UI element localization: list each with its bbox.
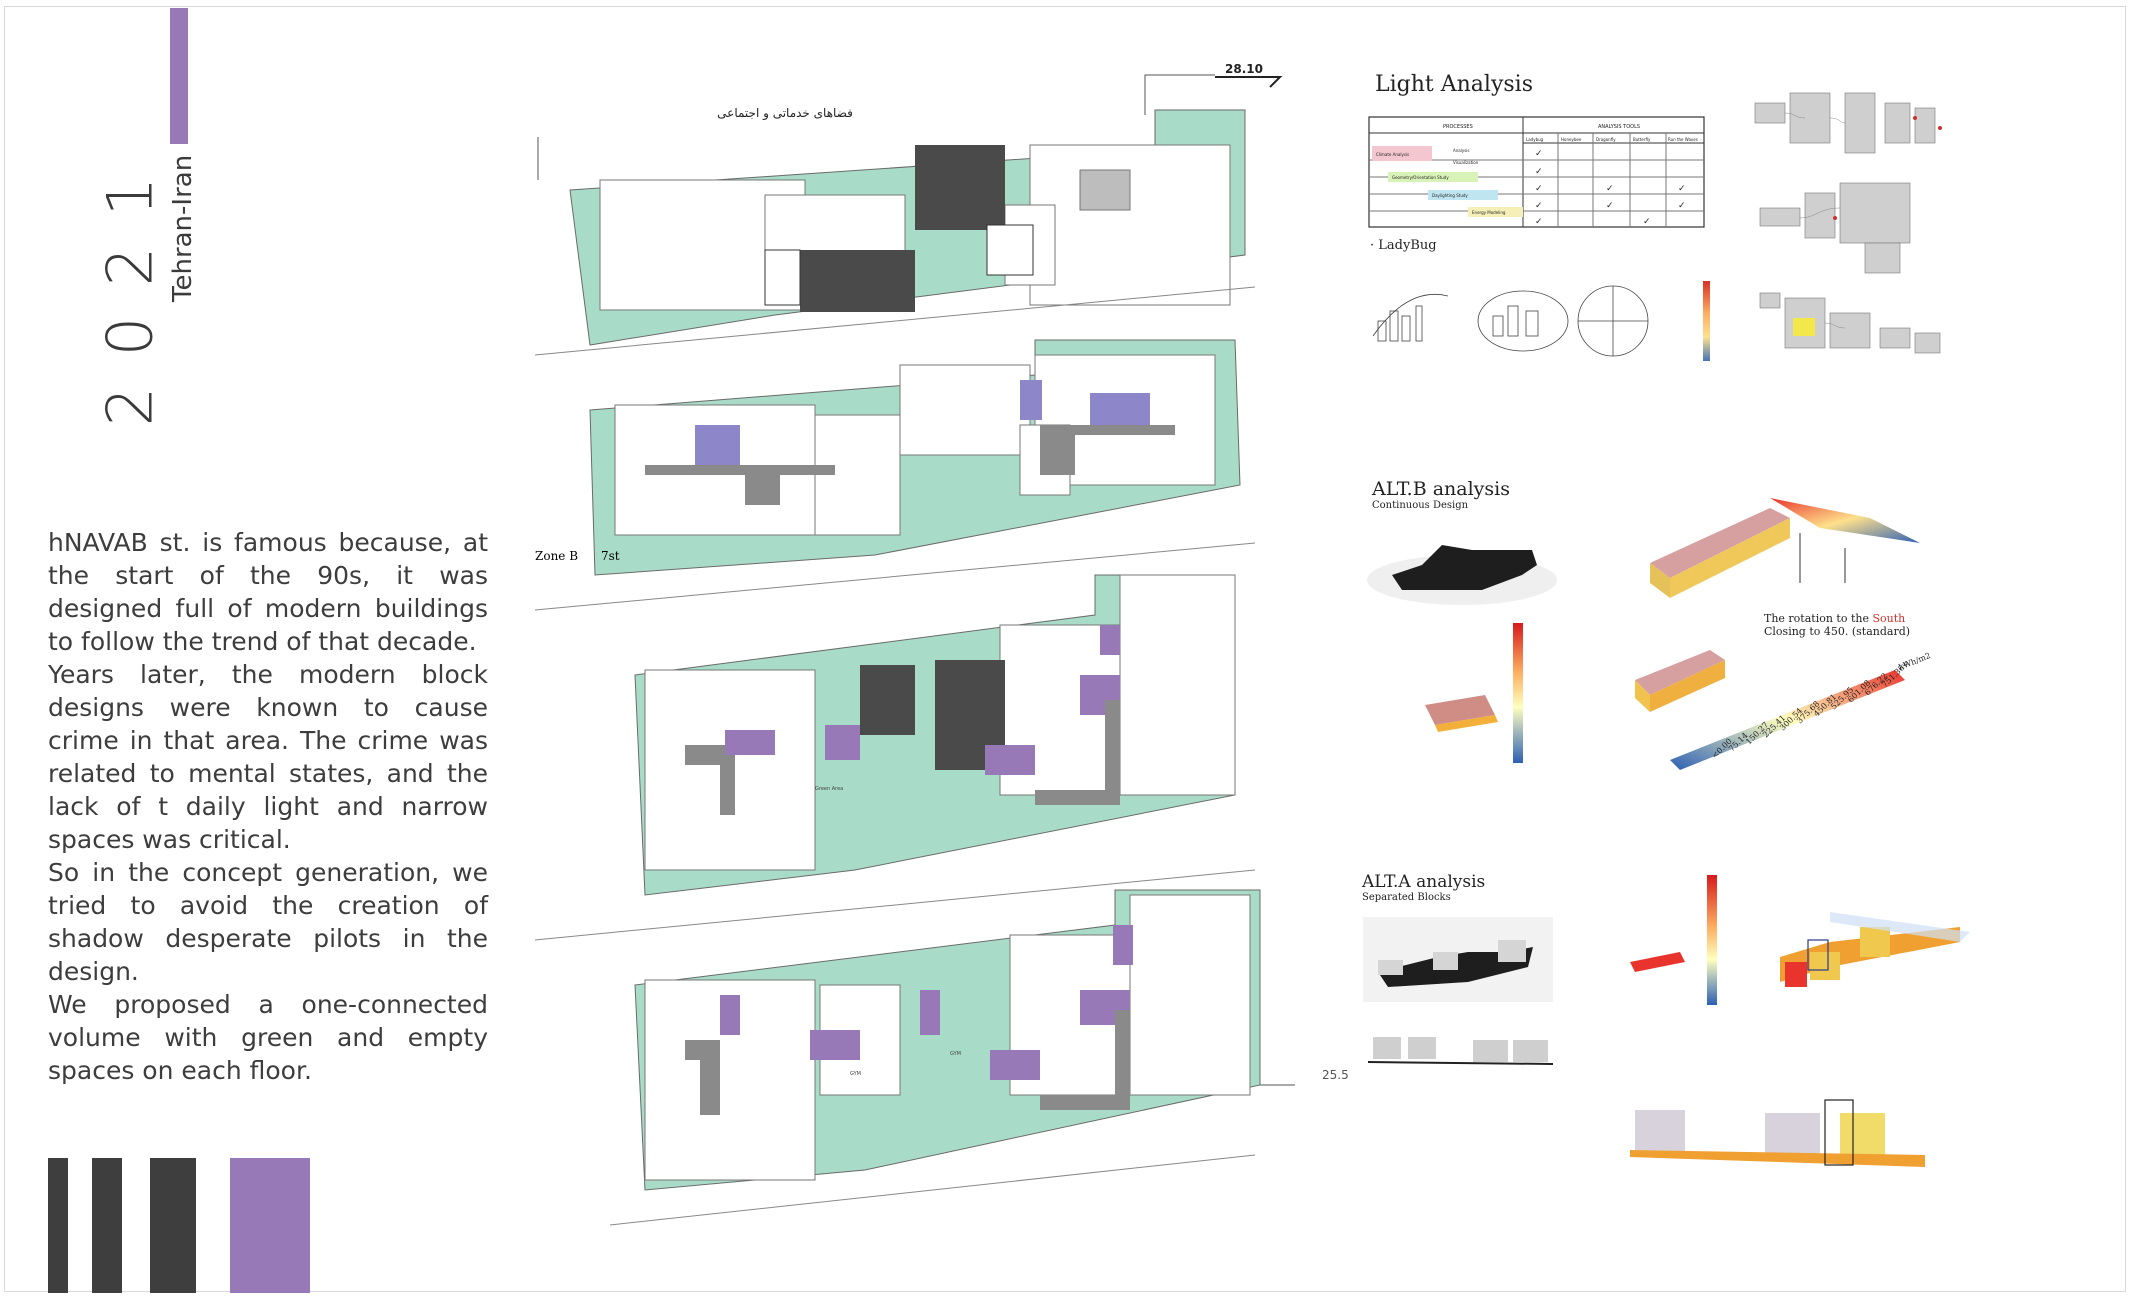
table-row-label: Visualization bbox=[1453, 160, 1479, 165]
location-label: Tehran-Iran bbox=[168, 154, 198, 302]
description-paragraph: Years later, the modern block designs we… bbox=[48, 660, 488, 854]
svg-text:✓: ✓ bbox=[1535, 201, 1543, 211]
svg-text:✓: ✓ bbox=[1535, 149, 1543, 159]
year-digit: 2 bbox=[93, 246, 167, 287]
svg-text:✓: ✓ bbox=[1678, 201, 1686, 211]
floor-plan-3: Green Area bbox=[535, 574, 1256, 941]
floor-plans: فضاهای خدماتی و اجتماعی 28.10 Zone B 7st bbox=[535, 62, 1295, 1226]
alt-b-title: ALT.B analysis bbox=[1372, 478, 1510, 500]
table-row-label: Analysis bbox=[1453, 148, 1469, 153]
zone-sup: 7st bbox=[601, 549, 620, 563]
accent-vertical-bar bbox=[170, 8, 188, 144]
level-label: 28.10 bbox=[1225, 62, 1263, 76]
dark-stripe bbox=[48, 1158, 68, 1293]
floor-plan-1 bbox=[535, 109, 1256, 356]
light-analysis-title: Light Analysis bbox=[1375, 72, 1533, 97]
table-row-label: Climate Analysis bbox=[1376, 152, 1409, 157]
floor-plan-4: GYM GYM bbox=[609, 889, 1295, 1226]
description-paragraph: We proposed a one-connected volume with … bbox=[48, 990, 488, 1085]
svg-text:✓: ✓ bbox=[1643, 217, 1651, 227]
alt-b-radiation bbox=[1425, 623, 1523, 763]
gym-label: GYM bbox=[950, 1051, 961, 1057]
year-digit: 1 bbox=[93, 176, 167, 217]
persian-label: فضاهای خدماتی و اجتماعی bbox=[717, 106, 853, 121]
ladybug-text: LadyBug bbox=[1378, 238, 1437, 253]
analysis-tools-table: PROCESSES ANALYSIS TOOLS Ladybug Honeybe… bbox=[1368, 116, 1705, 228]
year-digit: 0 bbox=[93, 316, 167, 357]
table-row-label: Daylighting Study bbox=[1432, 193, 1468, 198]
table-header: PROCESSES bbox=[1443, 124, 1473, 130]
alt-b-rotation-3d bbox=[1650, 498, 1920, 598]
alt-b-subtitle: Continuous Design bbox=[1372, 500, 1469, 511]
table-row-label: Geometry/Orientation Study bbox=[1392, 175, 1449, 180]
description-text: hNAVAB st. is famous because, at the sta… bbox=[48, 526, 488, 1087]
svg-text:✓: ✓ bbox=[1535, 167, 1543, 177]
table-header: ANALYSIS TOOLS bbox=[1598, 124, 1640, 130]
year-digit: 2 bbox=[93, 386, 167, 427]
alt-a-title: ALT.A analysis bbox=[1362, 872, 1486, 892]
dark-stripe bbox=[150, 1158, 196, 1293]
script-diagrams bbox=[1754, 92, 1942, 354]
alt-a-section bbox=[1630, 1099, 1925, 1167]
floor-plan-2: Zone B 7st bbox=[535, 339, 1256, 611]
svg-text:✓: ✓ bbox=[1535, 217, 1543, 227]
tool-column: Dragonfly bbox=[1596, 137, 1616, 142]
alt-a-massing bbox=[1363, 917, 1554, 1065]
svg-text:✓: ✓ bbox=[1606, 201, 1614, 211]
dark-stripe bbox=[92, 1158, 122, 1293]
gym-label: GYM bbox=[850, 1071, 861, 1077]
tool-column: Honeybee bbox=[1561, 137, 1582, 142]
alt-b-massing bbox=[1367, 545, 1557, 605]
tool-column: Run the Waves bbox=[1668, 137, 1698, 142]
svg-text:✓: ✓ bbox=[1535, 184, 1543, 194]
ladybug-label: · LadyBug bbox=[1370, 238, 1437, 253]
svg-text:✓: ✓ bbox=[1678, 184, 1686, 194]
poster-frame bbox=[4, 6, 2126, 1292]
green-area-label: Green Area bbox=[815, 786, 843, 792]
alt-b-note: The rotation to the South Closing to 450… bbox=[1764, 612, 1910, 638]
table-row-label: Energy Modeling bbox=[1472, 210, 1506, 215]
alt-b-note-highlight: South bbox=[1872, 612, 1906, 625]
alt-a-radiation bbox=[1630, 875, 1970, 1005]
alt-b-note-prefix: The rotation to the bbox=[1764, 612, 1869, 625]
ladybug-diagrams bbox=[1372, 281, 1710, 361]
description-paragraph: So in the concept generation, we tried t… bbox=[48, 858, 488, 986]
alt-a-subtitle: Separated Blocks bbox=[1362, 892, 1451, 903]
alt-b-note-line2: Closing to 450. (standard) bbox=[1764, 625, 1911, 638]
tool-column: Butterfly bbox=[1633, 137, 1651, 142]
zone-label: Zone B bbox=[535, 549, 578, 563]
svg-text:✓: ✓ bbox=[1606, 184, 1614, 194]
alt-b-scale-diagram: kWh/m2 751.36< 676.22 601.08 525.95 450.… bbox=[1635, 650, 1932, 770]
tool-column: Ladybug bbox=[1526, 137, 1544, 142]
purple-block bbox=[230, 1158, 310, 1293]
bottom-level-label: 25.5 bbox=[1322, 1068, 1349, 1082]
year-vertical: 1 2 0 2 bbox=[93, 160, 167, 440]
description-paragraph: hNAVAB st. is famous because, at the sta… bbox=[48, 528, 488, 656]
